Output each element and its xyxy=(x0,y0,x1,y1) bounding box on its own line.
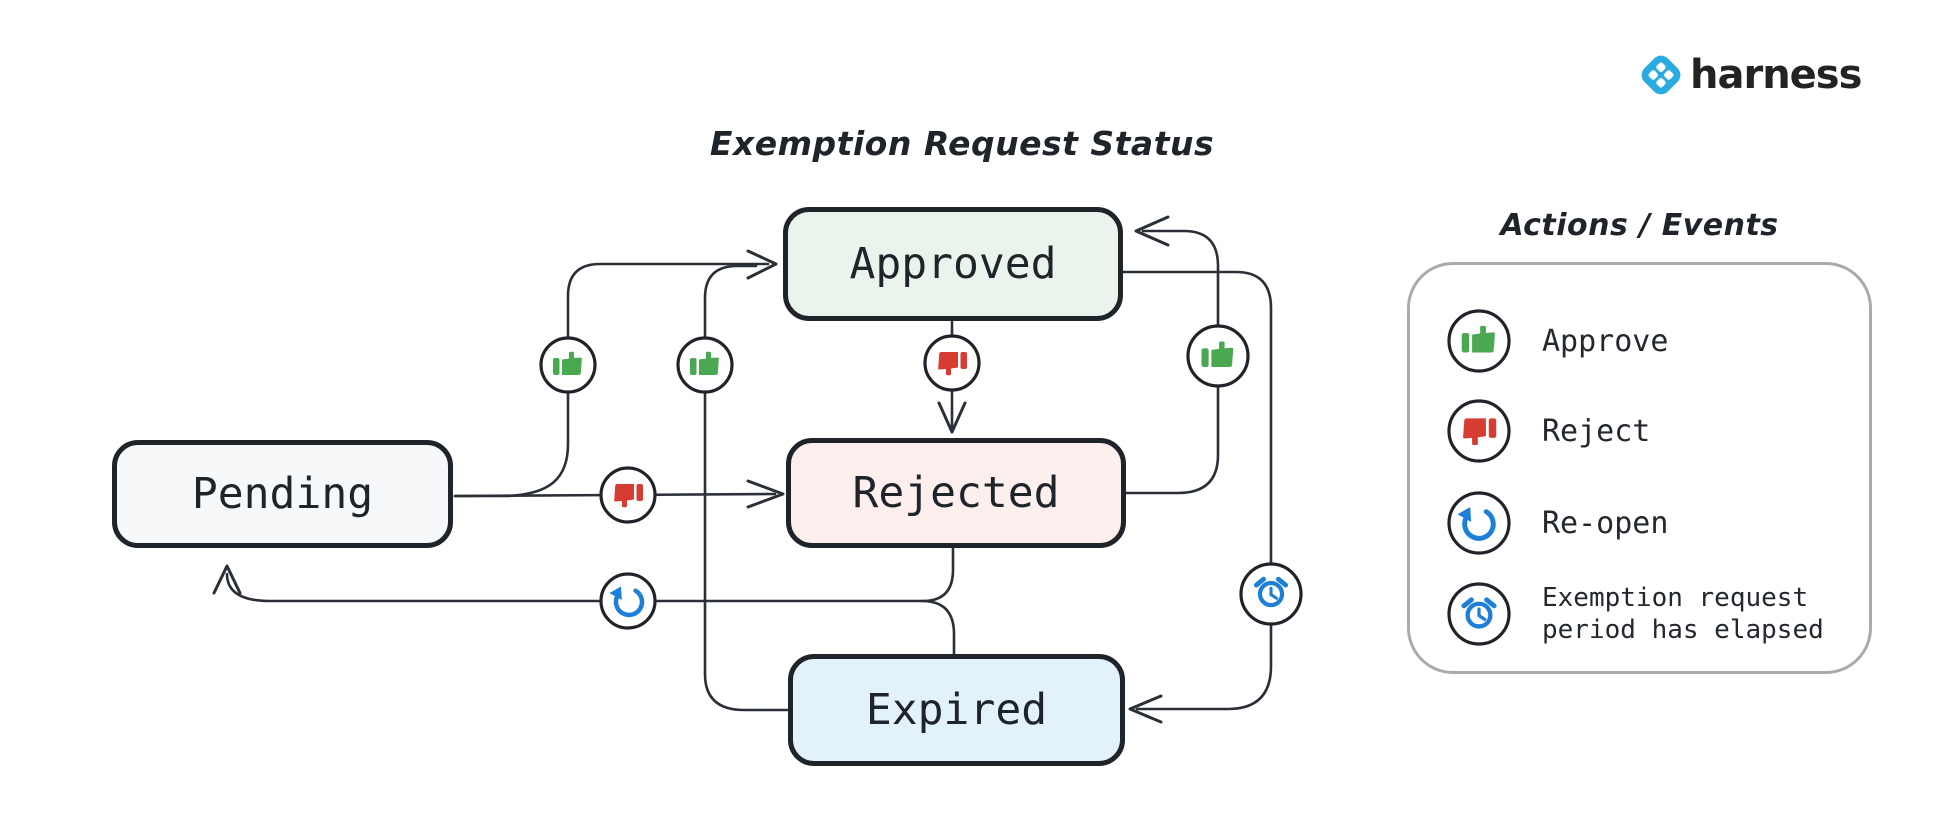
state-node-approved: Approved xyxy=(783,207,1123,321)
edge-pending-rejected-arrowhead xyxy=(746,479,785,509)
legend-item-label: Re-open xyxy=(1542,505,1669,541)
edge-icon-reject-1 xyxy=(599,466,657,524)
edge-pending-approved-arrowhead xyxy=(746,249,778,280)
thumbs-up-icon xyxy=(1447,309,1511,373)
edge-icon-approve-1 xyxy=(539,336,597,394)
state-label: Pending xyxy=(191,469,374,519)
legend-item-label: Reject xyxy=(1542,413,1651,449)
legend-item-label: Approve xyxy=(1542,323,1669,359)
state-node-expired: Expired xyxy=(788,654,1125,766)
legend-item-reject: Reject xyxy=(1446,398,1650,464)
edge-expired-pending xyxy=(920,599,956,656)
edge-icon-reopen xyxy=(599,572,657,630)
edge-expired-approved xyxy=(703,264,789,712)
state-node-pending: Pending xyxy=(112,440,453,548)
legend-item-elapsed: Exemption request period has elapsed xyxy=(1446,581,1852,647)
alarm-clock-icon xyxy=(1447,582,1511,646)
legend-panel: Approve Reject Re-open Exemption request… xyxy=(1407,262,1872,674)
edge-rejected-approved xyxy=(1124,229,1220,495)
reopen-icon xyxy=(1447,491,1511,555)
edge-icon-elapsed xyxy=(1239,562,1303,626)
edge-icon-approve-2 xyxy=(676,336,734,394)
edge-icon-reject-2 xyxy=(923,334,981,392)
edge-approved-expired-arrowhead xyxy=(1128,694,1163,724)
edge-pending-approved xyxy=(453,262,770,498)
state-label: Expired xyxy=(865,685,1048,735)
brand-name: harness xyxy=(1690,52,1862,98)
edge-rejected-pending-arrowhead xyxy=(212,564,242,595)
legend-title: Actions / Events xyxy=(1500,208,1779,243)
legend-item-approve: Approve xyxy=(1446,308,1668,374)
brand-logo: harness xyxy=(1636,50,1862,100)
edge-approved-rejected-arrowhead xyxy=(937,401,967,434)
edge-icon-approve-3 xyxy=(1186,324,1250,388)
state-label: Approved xyxy=(849,239,1057,289)
legend-item-reopen: Re-open xyxy=(1446,490,1668,556)
edge-rejected-approved-arrowhead xyxy=(1134,215,1170,247)
diagram-title: Exemption Request Status xyxy=(709,124,1215,163)
edge-rejected-pending xyxy=(225,546,955,603)
state-node-rejected: Rejected xyxy=(786,438,1126,548)
state-label: Rejected xyxy=(852,468,1060,518)
edge-approved-expired xyxy=(1121,270,1273,711)
harness-logo-icon xyxy=(1641,55,1681,95)
thumbs-down-icon xyxy=(1447,399,1511,463)
legend-item-label: Exemption request period has elapsed xyxy=(1542,582,1824,646)
